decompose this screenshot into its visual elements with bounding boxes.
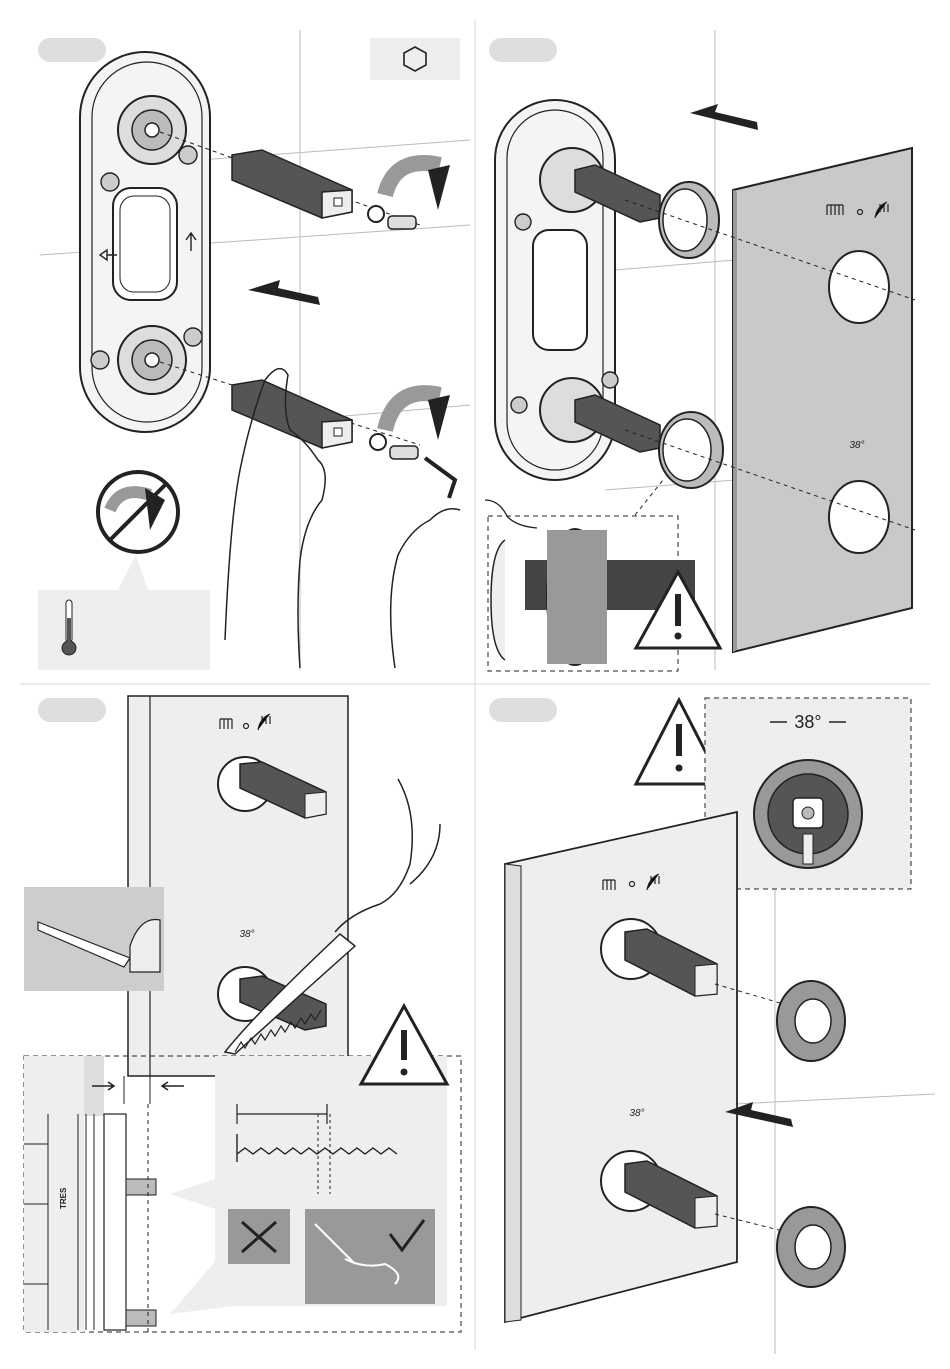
step-4-panel: 38° 38° bbox=[475, 684, 950, 1369]
step-1-illustration bbox=[0, 0, 475, 684]
step-3-illustration: 38° TRES bbox=[0, 684, 475, 1369]
check-icon bbox=[305, 1209, 435, 1304]
angle-mark-panel3: 38° bbox=[239, 929, 254, 940]
warning-icon bbox=[361, 1006, 447, 1084]
angle-mark-large: 38° bbox=[794, 712, 821, 732]
no-rotate-icon bbox=[98, 472, 178, 552]
step-2-illustration: 38° bbox=[475, 0, 950, 684]
rotate-arrow-icon bbox=[385, 163, 450, 440]
step-1-panel bbox=[0, 0, 475, 684]
cover-label: TRES bbox=[59, 1187, 68, 1209]
step-2-panel: 38° bbox=[475, 0, 950, 684]
step-3-panel: 38° TRES bbox=[0, 684, 475, 1369]
step-4-illustration: 38° 38° bbox=[475, 684, 950, 1369]
angle-mark-small: 38° bbox=[849, 440, 864, 451]
cross-icon bbox=[228, 1209, 290, 1264]
angle-mark-panel4: 38° bbox=[629, 1108, 644, 1119]
